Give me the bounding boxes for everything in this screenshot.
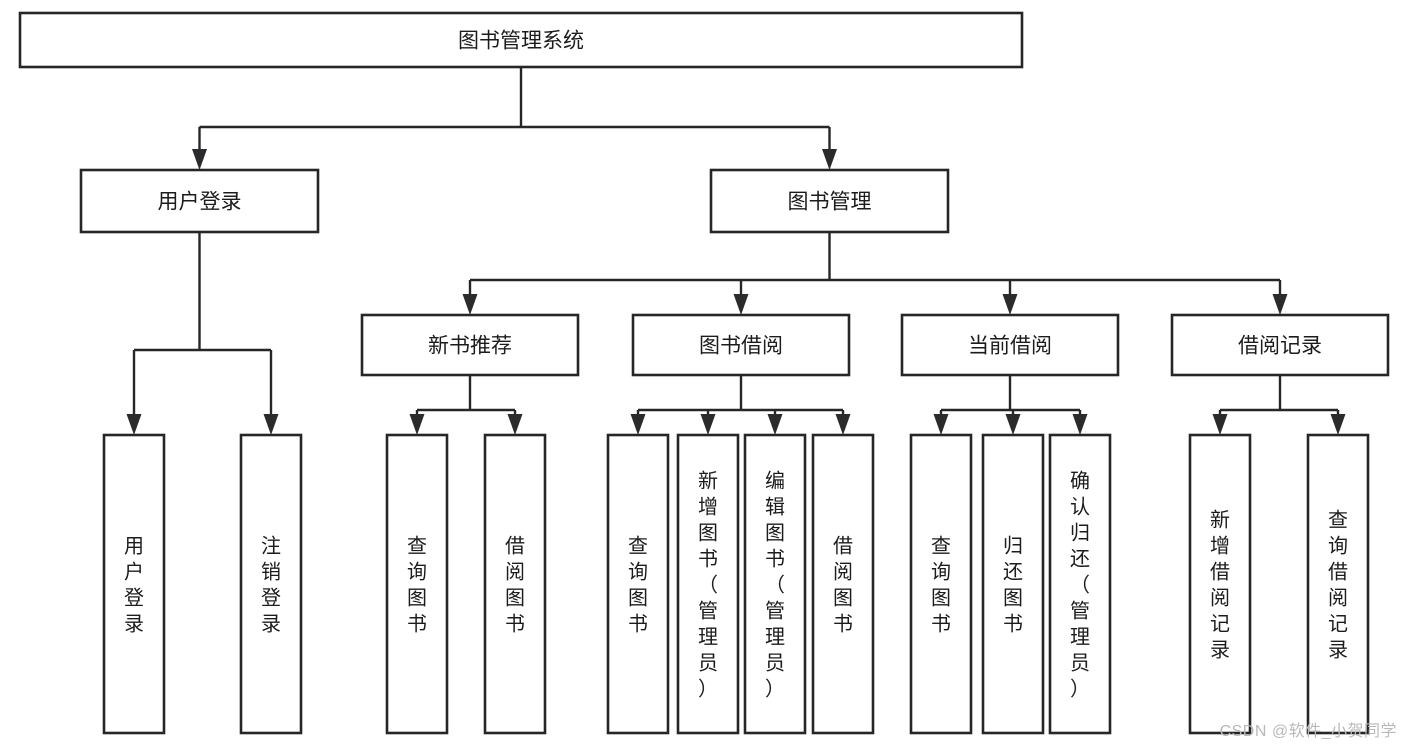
node-box-leaf-add-borrow-record <box>1188 433 1252 735</box>
node-leaf-add-borrow-record[interactable]: 新增借阅记录 <box>1188 433 1252 735</box>
node-label-leaf-borrow-book-2: 借阅图书 <box>833 534 853 635</box>
node-label-leaf-edit-book-admin: 编辑图书（管理员） <box>765 469 785 700</box>
node-box-leaf-user-logout <box>239 433 303 735</box>
node-label-new-book-recommend: 新书推荐 <box>428 335 512 358</box>
node-leaf-return-book[interactable]: 归还图书 <box>981 433 1045 735</box>
node-box-new-book-recommend <box>360 313 580 377</box>
node-label-leaf-add-book-admin: 新增图书（管理员） <box>698 469 718 700</box>
node-leaf-edit-book-admin[interactable]: 编辑图书（管理员） <box>743 433 807 735</box>
node-box-book-management <box>709 168 950 234</box>
node-label-leaf-query-borrow-record: 查询借阅记录 <box>1328 508 1348 661</box>
arrow-head-leaf-add-book-admin <box>700 414 716 435</box>
csdn-watermark: CSDN @软件_小贺同学 <box>1219 723 1397 740</box>
node-box-root <box>18 11 1024 69</box>
node-box-borrow-record <box>1170 313 1390 377</box>
node-box-leaf-return-book <box>981 433 1045 735</box>
connectors-layer <box>126 67 1346 435</box>
node-leaf-user-login[interactable]: 用户登录 <box>102 433 166 735</box>
arrow-head-new-book-recommend <box>462 294 478 315</box>
node-label-leaf-add-borrow-record: 新增借阅记录 <box>1210 508 1230 661</box>
arrow-head-current-borrow <box>1002 294 1018 315</box>
connector-newbook-to-leaves <box>409 375 523 435</box>
arrow-head-leaf-edit-book-admin <box>767 414 783 435</box>
node-label-user-login: 用户登录 <box>158 191 242 214</box>
arrow-head-leaf-query-book-2 <box>630 414 646 435</box>
arrow-head-book-management <box>822 149 837 170</box>
arrow-head-leaf-query-borrow-record <box>1330 414 1346 435</box>
connector-borrowrecord-to-leaves <box>1212 375 1346 435</box>
node-label-leaf-borrow-book-1: 借阅图书 <box>505 534 525 635</box>
node-leaf-borrow-book-1[interactable]: 借阅图书 <box>483 433 547 735</box>
node-leaf-query-book-3[interactable]: 查询图书 <box>909 433 973 735</box>
node-new-book-recommend[interactable]: 新书推荐 <box>360 313 580 377</box>
arrow-head-leaf-query-book-3 <box>933 414 949 435</box>
arrow-head-book-borrow <box>733 294 749 315</box>
node-box-leaf-query-borrow-record <box>1306 433 1370 735</box>
node-box-leaf-borrow-book-1 <box>483 433 547 735</box>
node-leaf-add-book-admin[interactable]: 新增图书（管理员） <box>676 433 740 735</box>
node-leaf-query-borrow-record[interactable]: 查询借阅记录 <box>1306 433 1370 735</box>
node-label-leaf-return-book: 归还图书 <box>1003 534 1023 635</box>
node-box-leaf-query-book-1 <box>385 433 449 735</box>
node-label-leaf-query-book-1: 查询图书 <box>407 534 427 635</box>
node-box-user-login <box>79 168 320 234</box>
node-box-leaf-add-book-admin <box>676 433 740 735</box>
connector-bookmgmt-to-level3 <box>462 232 1288 315</box>
arrow-head-leaf-confirm-return-admin <box>1072 414 1088 435</box>
arrow-head-leaf-user-login <box>126 414 142 435</box>
arrow-head-user-login <box>192 149 207 170</box>
connector-currentborrow-to-leaves <box>933 375 1088 435</box>
node-box-leaf-borrow-book-2 <box>811 433 875 735</box>
node-user-login[interactable]: 用户登录 <box>79 168 320 234</box>
arrow-head-leaf-borrow-book-1 <box>507 414 523 435</box>
node-label-current-borrow: 当前借阅 <box>968 335 1052 358</box>
node-label-borrow-record: 借阅记录 <box>1238 335 1322 358</box>
node-label-book-management: 图书管理 <box>788 191 872 214</box>
node-current-borrow[interactable]: 当前借阅 <box>900 313 1120 377</box>
node-box-leaf-user-login <box>102 433 166 735</box>
node-label-root: 图书管理系统 <box>458 30 584 53</box>
connector-root-to-level2 <box>192 67 837 170</box>
arrow-head-leaf-user-logout <box>263 414 279 435</box>
arrow-head-leaf-borrow-book-2 <box>835 414 851 435</box>
node-leaf-confirm-return-admin[interactable]: 确认归还（管理员） <box>1048 433 1112 735</box>
node-label-leaf-user-login: 用户登录 <box>124 535 144 635</box>
node-leaf-user-logout[interactable]: 注销登录 <box>239 433 303 735</box>
node-box-leaf-edit-book-admin <box>743 433 807 735</box>
node-borrow-record[interactable]: 借阅记录 <box>1170 313 1390 377</box>
arrow-head-borrow-record <box>1272 294 1288 315</box>
node-leaf-query-book-2[interactable]: 查询图书 <box>606 433 670 735</box>
node-box-leaf-query-book-2 <box>606 433 670 735</box>
node-label-book-borrow: 图书借阅 <box>699 335 783 358</box>
node-leaf-query-book-1[interactable]: 查询图书 <box>385 433 449 735</box>
node-leaf-borrow-book-2[interactable]: 借阅图书 <box>811 433 875 735</box>
node-box-leaf-query-book-3 <box>909 433 973 735</box>
arrow-head-leaf-add-borrow-record <box>1212 414 1228 435</box>
node-book-borrow[interactable]: 图书借阅 <box>631 313 851 377</box>
node-label-leaf-query-book-2: 查询图书 <box>628 534 648 635</box>
node-root[interactable]: 图书管理系统 <box>18 11 1024 69</box>
node-box-book-borrow <box>631 313 851 377</box>
connector-userlogin-to-leaves <box>126 232 279 435</box>
node-box-current-borrow <box>900 313 1120 377</box>
nodes-layer: 图书管理系统用户登录图书管理新书推荐图书借阅当前借阅借阅记录用户登录注销登录查询… <box>18 11 1390 735</box>
connector-bookborrow-to-leaves <box>630 375 851 435</box>
arrow-head-leaf-query-book-1 <box>409 414 425 435</box>
node-label-leaf-user-logout: 注销登录 <box>261 534 281 635</box>
node-label-leaf-confirm-return-admin: 确认归还（管理员） <box>1070 469 1090 700</box>
arrow-head-leaf-return-book <box>1005 414 1021 435</box>
node-box-leaf-confirm-return-admin <box>1048 433 1112 735</box>
node-label-leaf-query-book-3: 查询图书 <box>931 534 951 635</box>
node-book-management[interactable]: 图书管理 <box>709 168 950 234</box>
